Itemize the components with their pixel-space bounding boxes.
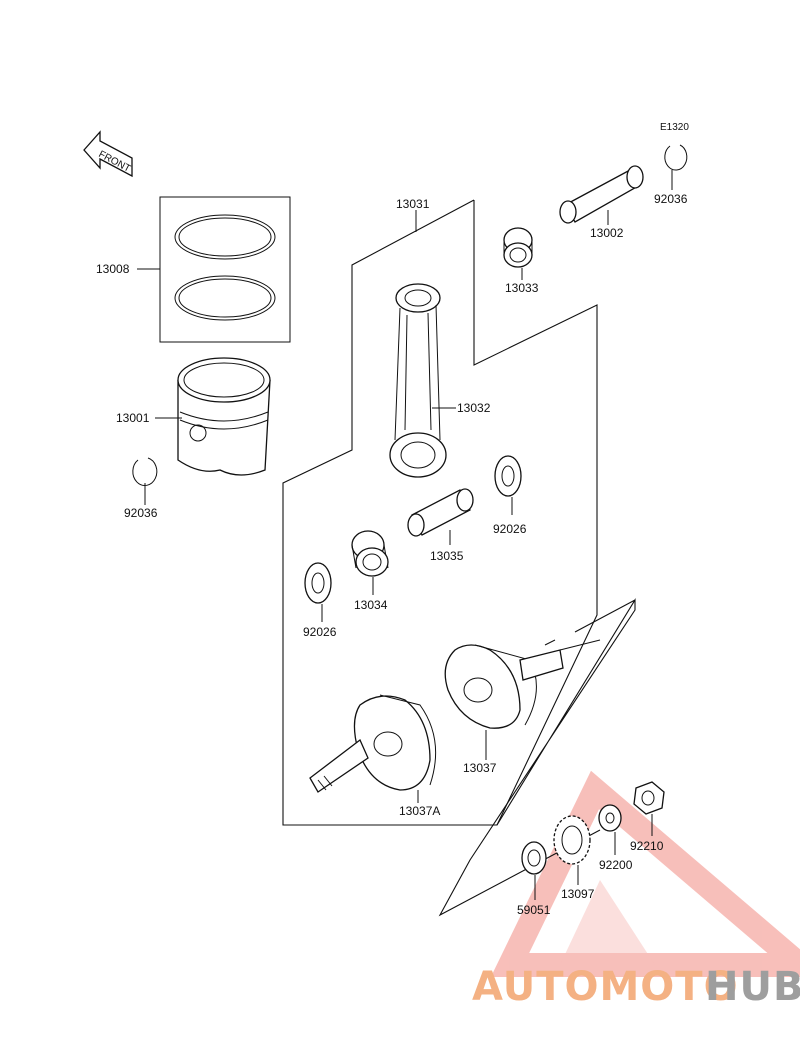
piston-pin[interactable] xyxy=(559,165,644,225)
piston[interactable] xyxy=(155,357,271,476)
part-13033-label: 13033 xyxy=(505,281,539,295)
part-92026-right-label: 92026 xyxy=(493,522,527,536)
assembly-group-outline xyxy=(282,199,598,826)
part-13001-label: 13001 xyxy=(116,411,150,425)
piston-pin-circlip-right[interactable] xyxy=(664,144,688,190)
part-92036-right-label: 92036 xyxy=(654,192,688,206)
part-92036-left-label: 92036 xyxy=(124,506,158,520)
crankshaft-nut[interactable] xyxy=(633,781,665,836)
watermark-part-b: HUB xyxy=(705,964,800,1010)
piston-ring-set[interactable] xyxy=(137,196,291,343)
front-direction-arrow: FRONT xyxy=(83,130,133,178)
crank-pin[interactable] xyxy=(407,488,474,545)
part-13002-label: 13002 xyxy=(590,226,624,240)
part-13008-label: 13008 xyxy=(96,262,130,276)
washer[interactable] xyxy=(598,804,622,855)
thrust-washer-left[interactable] xyxy=(304,562,332,622)
part-92200-label: 92200 xyxy=(599,858,633,872)
part-59051-label: 59051 xyxy=(517,903,551,917)
part-13037-label: 13037 xyxy=(463,761,497,775)
part-13097-label: 13097 xyxy=(561,887,595,901)
connecting-rod[interactable] xyxy=(389,283,456,478)
needle-bearing-big-end[interactable] xyxy=(351,530,389,595)
crankshaft-gear[interactable] xyxy=(553,815,591,885)
drive-gear-group-outline xyxy=(438,598,636,917)
part-13032-label: 13032 xyxy=(457,401,491,415)
part-92210-label: 92210 xyxy=(630,839,664,853)
part-13037A-label: 13037A xyxy=(399,804,440,818)
part-92026-left-label: 92026 xyxy=(303,625,337,639)
crankshaft-right-half[interactable] xyxy=(444,639,601,760)
watermark-text: AUTOMOTO HUB xyxy=(472,964,800,1010)
thrust-washer-right[interactable] xyxy=(494,455,522,515)
crankshaft-left-half[interactable] xyxy=(309,694,437,803)
needle-bearing-gear[interactable] xyxy=(521,841,547,900)
watermark-part-a: AUTOMOTO xyxy=(472,964,739,1010)
part-13034-label: 13034 xyxy=(354,598,388,612)
reference-code: E1320 xyxy=(660,122,689,133)
part-13035-label: 13035 xyxy=(430,549,464,563)
watermark-logo xyxy=(490,770,800,977)
piston-pin-circlip-left[interactable] xyxy=(132,457,158,505)
part-13031-label: 13031 xyxy=(396,197,430,211)
needle-bearing-small-end[interactable] xyxy=(503,227,533,280)
